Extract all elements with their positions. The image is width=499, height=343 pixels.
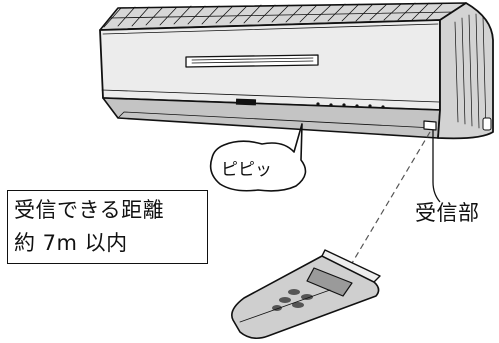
- side-vents: [454, 13, 487, 131]
- receiver-leader-line: [432, 130, 441, 203]
- receiver-label: 受信部: [415, 201, 480, 225]
- remote-buttons: [272, 289, 313, 311]
- display-window: [185, 54, 319, 68]
- remote-control: [231, 249, 381, 340]
- air-conditioner-unit: [99, 2, 494, 140]
- beep-speech-bubble: [209, 123, 307, 192]
- receiver-window: [423, 120, 437, 131]
- range-note-line2: 約 7m 以内: [14, 231, 128, 255]
- reception-range-box: 受信できる距離 約 7m 以内: [7, 190, 208, 264]
- indicator-lamps: [235, 98, 385, 109]
- intake-grille: [103, 2, 456, 28]
- remote-display: [306, 267, 353, 297]
- beep-sound-label: ピピッ: [221, 160, 272, 180]
- range-note-line1: 受信できる距離: [14, 198, 165, 222]
